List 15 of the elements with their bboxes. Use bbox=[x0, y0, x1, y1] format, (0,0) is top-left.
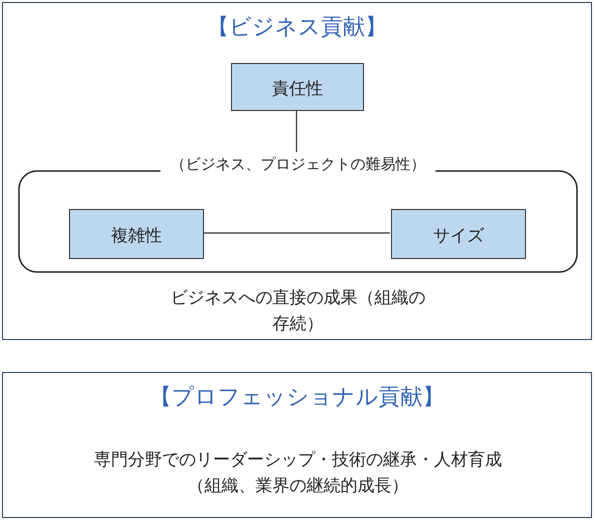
box-label: サイズ bbox=[432, 225, 485, 248]
box-label: 複雑性 bbox=[110, 225, 163, 248]
box-label: 責任性 bbox=[271, 78, 324, 101]
process-box bbox=[231, 63, 364, 111]
section-heading: 【プロフェッショナル貢献】 bbox=[148, 384, 446, 412]
section-panel bbox=[2, 2, 592, 340]
group-container bbox=[18, 153, 578, 273]
process-box bbox=[69, 209, 204, 259]
process-box bbox=[391, 209, 526, 259]
outcome-text: ビジネスへの直接の成果（組織の存続） bbox=[170, 287, 426, 336]
connector-line bbox=[296, 110, 298, 152]
section-panel bbox=[2, 372, 592, 518]
section-heading: 【ビジネス貢献】 bbox=[206, 14, 388, 42]
connector-line bbox=[203, 232, 390, 234]
body-text: 専門分野でのリーダーシップ・技術の継承・人材育成（組織、業界の継続的成長） bbox=[93, 449, 503, 498]
